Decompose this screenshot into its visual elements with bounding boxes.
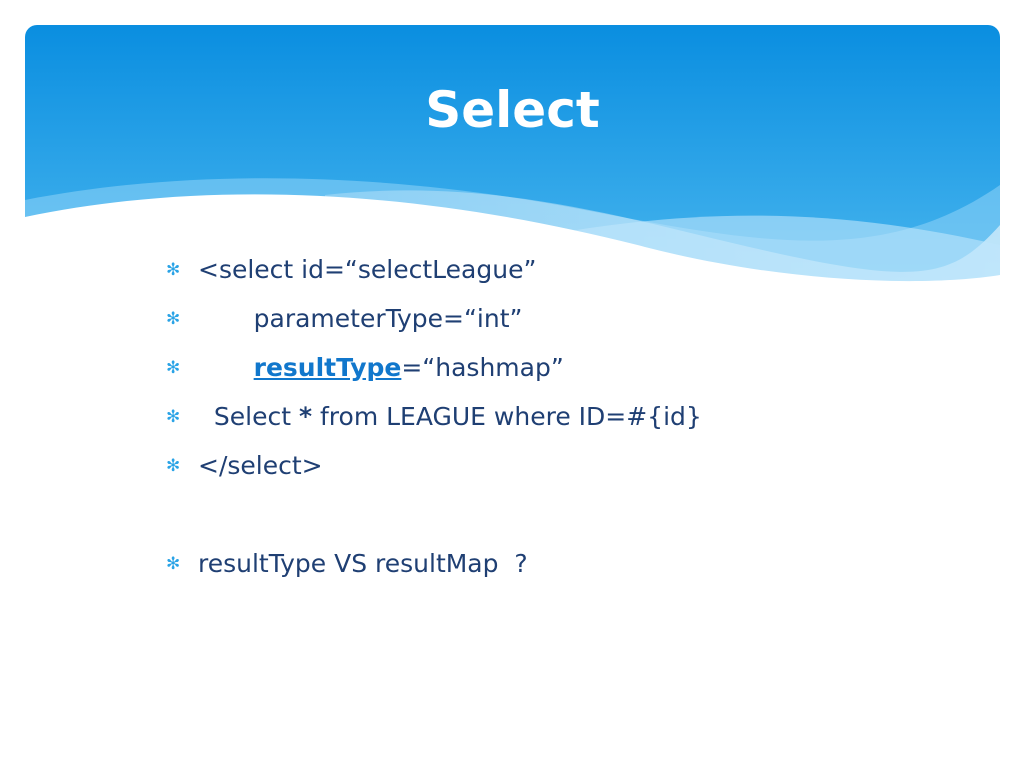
result-type-link[interactable]: resultType [253,353,402,382]
asterisk-bullet-icon: ✻ [166,406,181,427]
text-segment [198,353,254,382]
text-segment: parameterType=“int” [198,304,523,333]
list-item: ✻ resultType=“hashmap” [166,343,946,392]
list-item-text: resultType=“hashmap” [198,353,564,382]
bold-asterisk: * [298,402,313,431]
text-segment: resultType VS resultMap ? [198,549,528,578]
text-segment: =“hashmap” [401,353,564,382]
asterisk-bullet-icon: ✻ [166,553,181,574]
bullet-list: ✻ <select id=“selectLeague” ✻ parameterT… [166,245,946,588]
text-segment: from LEAGUE where ID=#{id} [312,402,702,431]
list-item-text: <select id=“selectLeague” [198,255,536,284]
text-segment: Select [198,402,299,431]
header-banner [25,25,1000,300]
slide-title: Select [425,81,600,139]
list-item: ✻ Select * from LEAGUE where ID=#{id} [166,392,946,441]
text-segment: </select> [198,451,323,480]
list-item-text: Select * from LEAGUE where ID=#{id} [198,402,702,431]
list-item: ✻ resultType VS resultMap ? [166,539,946,588]
asterisk-bullet-icon: ✻ [166,357,181,378]
list-item: ✻ </select> [166,441,946,490]
list-item-text: resultType VS resultMap ? [198,549,528,578]
asterisk-bullet-icon: ✻ [166,455,181,476]
text-segment: <select id=“selectLeague” [198,255,537,284]
asterisk-bullet-icon: ✻ [166,308,181,329]
list-item-text: parameterType=“int” [198,304,523,333]
asterisk-bullet-icon: ✻ [166,259,181,280]
list-item-text: </select> [198,451,323,480]
list-item: ✻ <select id=“selectLeague” [166,245,946,294]
wave-background [25,25,1000,300]
list-item: ✻ parameterType=“int” [166,294,946,343]
